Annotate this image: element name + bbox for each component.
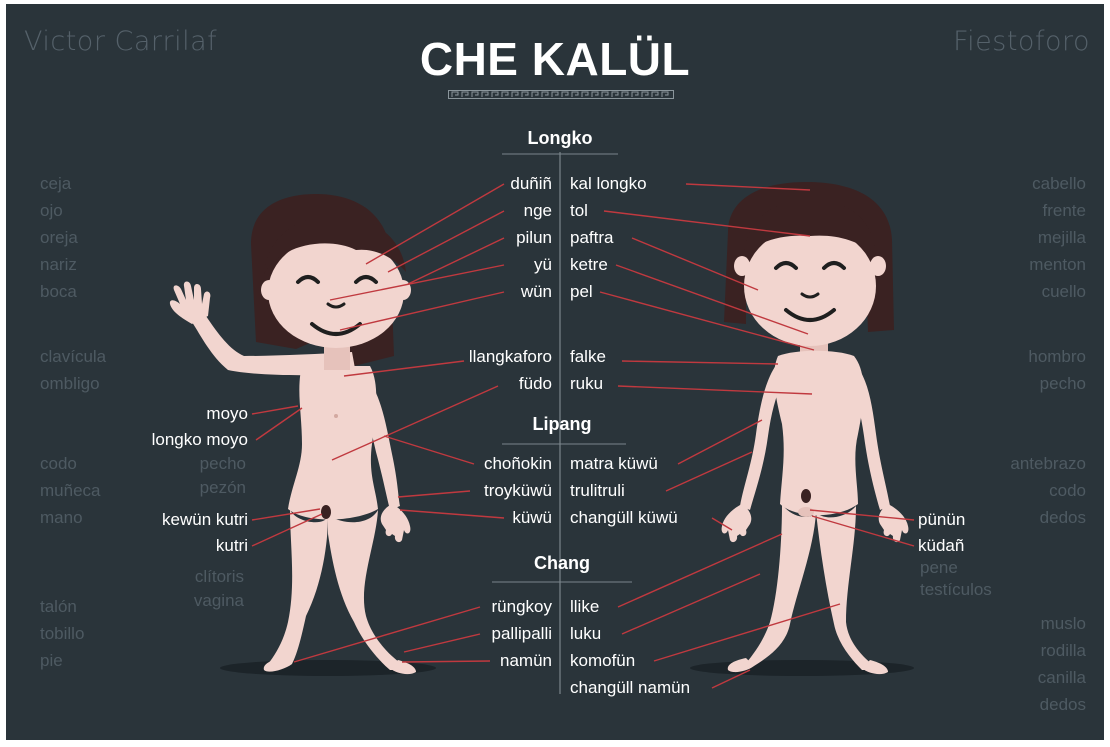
es-cuello: cuello — [966, 282, 1086, 302]
label-troykuwu: troyküwü — [402, 481, 552, 501]
es-pezon: pezón — [126, 478, 246, 498]
label-kutri: kutri — [98, 536, 248, 556]
label-chonokin: choñokin — [402, 454, 552, 474]
label-paftra: paftra — [570, 228, 613, 248]
es-antebrazo: antebrazo — [966, 454, 1086, 474]
es-menton: menton — [966, 255, 1086, 275]
es-codo: codo — [40, 454, 77, 474]
label-llike: llike — [570, 597, 599, 617]
boy-figure — [722, 182, 909, 674]
es-mejilla: mejilla — [966, 228, 1086, 248]
es-pecho-girl: pecho — [126, 454, 246, 474]
label-pel: pel — [570, 282, 593, 302]
label-changull-kuwu: changüll küwü — [570, 508, 678, 528]
es-dedos-hand: dedos — [966, 508, 1086, 528]
es-boca: boca — [40, 282, 77, 302]
es-hombro: hombro — [966, 347, 1086, 367]
es-muneca: muñeca — [40, 481, 100, 501]
es-muslo: muslo — [966, 614, 1086, 634]
label-kudan: küdañ — [918, 536, 964, 556]
label-kewun-kutri: kewün kutri — [98, 510, 248, 530]
es-pie: pie — [40, 651, 63, 671]
label-komofun: komofün — [570, 651, 635, 671]
es-cabello: cabello — [966, 174, 1086, 194]
label-kal-longko: kal longko — [570, 174, 647, 194]
es-mano: mano — [40, 508, 83, 528]
es-pecho-boy: pecho — [966, 374, 1086, 394]
es-clavicula: clavícula — [40, 347, 106, 367]
label-matra-kuwu: matra küwü — [570, 454, 658, 474]
label-nge: nge — [402, 201, 552, 221]
label-falke: falke — [570, 347, 606, 367]
es-oreja: oreja — [40, 228, 78, 248]
label-pilun: pilun — [402, 228, 552, 248]
es-rodilla: rodilla — [966, 641, 1086, 661]
label-luku: luku — [570, 624, 601, 644]
illustration — [6, 4, 1104, 740]
label-changull-namun: changüll namün — [570, 678, 690, 698]
poster: Victor Carrilaf Fiestoforo CHE KALÜL Lon… — [6, 4, 1104, 740]
label-fudo: füdo — [402, 374, 552, 394]
label-tol: tol — [570, 201, 588, 221]
label-rungkoy: rüngkoy — [402, 597, 552, 617]
es-ombligo: ombligo — [40, 374, 100, 394]
es-tobillo: tobillo — [40, 624, 84, 644]
es-dedos-foot: dedos — [966, 695, 1086, 715]
label-kuwu: küwü — [402, 508, 552, 528]
label-wun: wün — [402, 282, 552, 302]
es-pene: pene — [920, 558, 958, 578]
title-ornament — [448, 90, 674, 99]
label-moyo: moyo — [98, 404, 248, 424]
es-vagina: vagina — [124, 591, 244, 611]
poster-title: CHE KALÜL — [6, 32, 1104, 86]
es-talon: talón — [40, 597, 77, 617]
section-longko: Longko — [500, 128, 620, 149]
section-lipang: Lipang — [502, 414, 622, 435]
label-llangkaforo: llangkaforo — [402, 347, 552, 367]
es-clitoris: clítoris — [124, 567, 244, 587]
es-canilla: canilla — [966, 668, 1086, 688]
label-namun: namün — [402, 651, 552, 671]
label-trulitruli: trulitruli — [570, 481, 625, 501]
label-duniin: duñiñ — [402, 174, 552, 194]
es-ojo: ojo — [40, 201, 63, 221]
label-pallipalli: pallipalli — [402, 624, 552, 644]
label-punun: pünün — [918, 510, 965, 530]
es-frente: frente — [966, 201, 1086, 221]
label-longko-moyo: longko moyo — [98, 430, 248, 450]
es-testiculos: testículos — [920, 580, 992, 600]
es-ceja: ceja — [40, 174, 71, 194]
label-yu: yü — [402, 255, 552, 275]
label-ketre: ketre — [570, 255, 608, 275]
es-codo-right: codo — [966, 481, 1086, 501]
section-chang: Chang — [502, 553, 622, 574]
label-ruku: ruku — [570, 374, 603, 394]
es-nariz: nariz — [40, 255, 77, 275]
